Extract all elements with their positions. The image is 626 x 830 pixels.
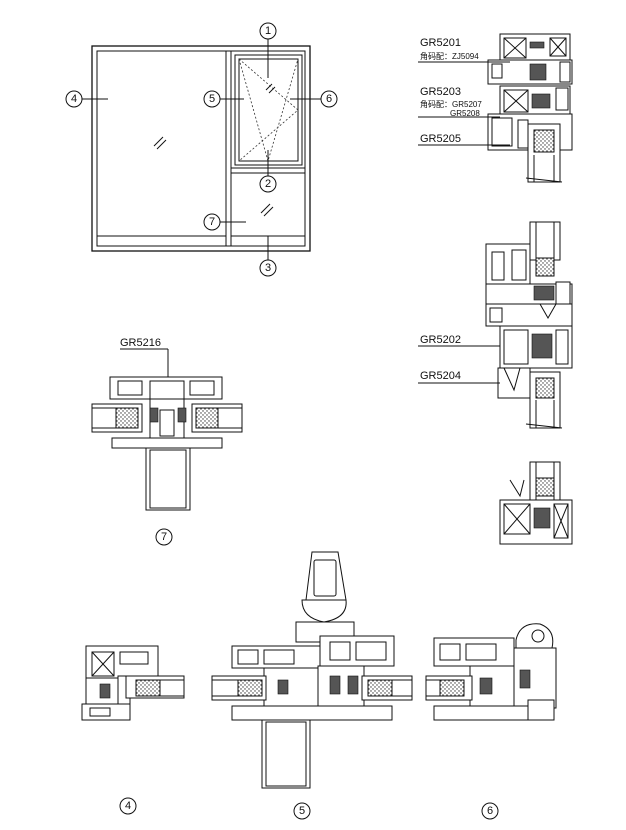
callout-6-label: 6 xyxy=(326,93,332,105)
profile-note-gr5203: 角码配：GR5207 xyxy=(420,99,482,109)
section-7-mullion xyxy=(91,348,243,511)
section-number-5: 5 xyxy=(293,802,311,820)
section-number-5-label: 5 xyxy=(299,805,305,817)
section-number-4: 4 xyxy=(119,797,137,815)
callout-7: 7 xyxy=(203,213,221,231)
profile-note-gr5201: 角码配：ZJ5094 xyxy=(420,51,479,61)
callout-5-label: 5 xyxy=(209,93,215,105)
section-number-4-label: 4 xyxy=(125,800,131,812)
section-4-jamb xyxy=(81,645,185,721)
callout-1-label: 1 xyxy=(265,25,271,37)
profile-note2-gr5203: GR5208 xyxy=(450,109,480,118)
section-6-jamb-hinge xyxy=(425,623,557,721)
vertical-section-bottom xyxy=(499,461,573,545)
profile-label-gr5216: GR5216 xyxy=(120,337,161,349)
window-elevation xyxy=(80,38,321,260)
profile-label-gr5205: GR5205 xyxy=(420,133,461,145)
callout-2: 2 xyxy=(259,175,277,193)
callout-1: 1 xyxy=(259,22,277,40)
callout-2-label: 2 xyxy=(265,178,271,190)
profile-label-gr5201: GR5201 xyxy=(420,37,461,49)
callout-3-label: 3 xyxy=(265,262,271,274)
profile-label-gr5202: GR5202 xyxy=(420,334,461,346)
callout-5: 5 xyxy=(203,90,221,108)
callout-4: 4 xyxy=(65,90,83,108)
callout-7-label: 7 xyxy=(209,216,215,228)
callout-6: 6 xyxy=(320,90,338,108)
callout-3: 3 xyxy=(259,259,277,277)
glass-mark xyxy=(153,83,276,217)
section-number-7: 7 xyxy=(155,528,173,546)
section-number-7-label: 7 xyxy=(161,531,167,543)
section-number-6: 6 xyxy=(481,802,499,820)
vertical-section-top xyxy=(487,33,573,183)
profile-label-gr5203: GR5203 xyxy=(420,86,461,98)
vertical-section-middle xyxy=(485,221,573,429)
section-number-6-label: 6 xyxy=(487,805,493,817)
profile-label-gr5204: GR5204 xyxy=(420,370,461,382)
section-5-mullion-handle xyxy=(211,551,413,789)
callout-4-label: 4 xyxy=(71,93,77,105)
